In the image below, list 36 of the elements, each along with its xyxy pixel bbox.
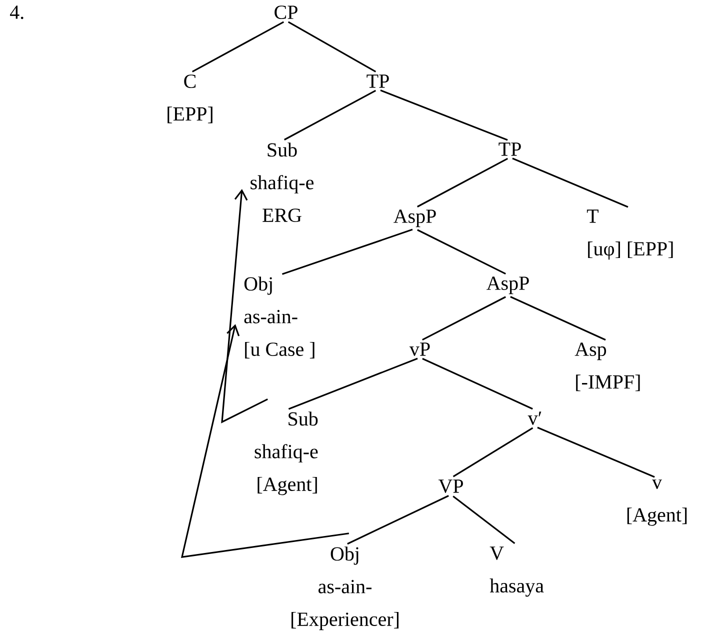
tree-branch xyxy=(537,426,655,478)
tree-branch xyxy=(192,21,284,72)
tree-label: v′ xyxy=(528,412,542,425)
movement-arrow xyxy=(180,324,350,558)
tree-label: T [uφ] [EPP] xyxy=(586,210,673,260)
tree-label: TP xyxy=(366,74,389,88)
tree-branch xyxy=(417,229,506,275)
tree-branch xyxy=(452,496,516,544)
movement-arrow xyxy=(221,188,268,424)
tree-label: V hasaya xyxy=(490,546,544,597)
tree-branch xyxy=(282,228,413,275)
tree-label: Obj as-ain- [Experiencer] xyxy=(292,546,398,630)
tree-label: TP xyxy=(498,142,521,156)
tree-branch xyxy=(288,358,418,410)
tree-label: Sub shafiq-e [Agent] xyxy=(254,412,318,496)
tree-label: C [EPP] xyxy=(168,74,212,124)
tree-label: Sub shafiq-e ERG xyxy=(250,142,314,222)
tree-branch xyxy=(416,158,508,208)
tree-label: vP xyxy=(409,342,430,356)
tree-branch xyxy=(422,296,506,340)
example-number: 4. xyxy=(10,6,24,20)
tree-branch xyxy=(288,21,376,72)
tree-label: VP xyxy=(438,480,463,493)
tree-label: AspP xyxy=(394,210,436,228)
tree-branch xyxy=(452,427,534,478)
tree-branch xyxy=(347,495,449,545)
tree-branch xyxy=(512,158,628,208)
tree-label: AspP xyxy=(486,276,529,294)
tree-branch xyxy=(422,358,533,410)
tree-label: Asp [-IMPF] xyxy=(574,342,640,392)
tree-label: v [Agent] xyxy=(627,480,687,526)
tree-branch xyxy=(380,90,508,141)
tree-branch xyxy=(510,296,606,341)
tree-label: Obj as-ain- [u Case ] xyxy=(244,276,314,358)
tree-label: CP xyxy=(274,6,298,20)
tree-branch xyxy=(284,90,376,140)
